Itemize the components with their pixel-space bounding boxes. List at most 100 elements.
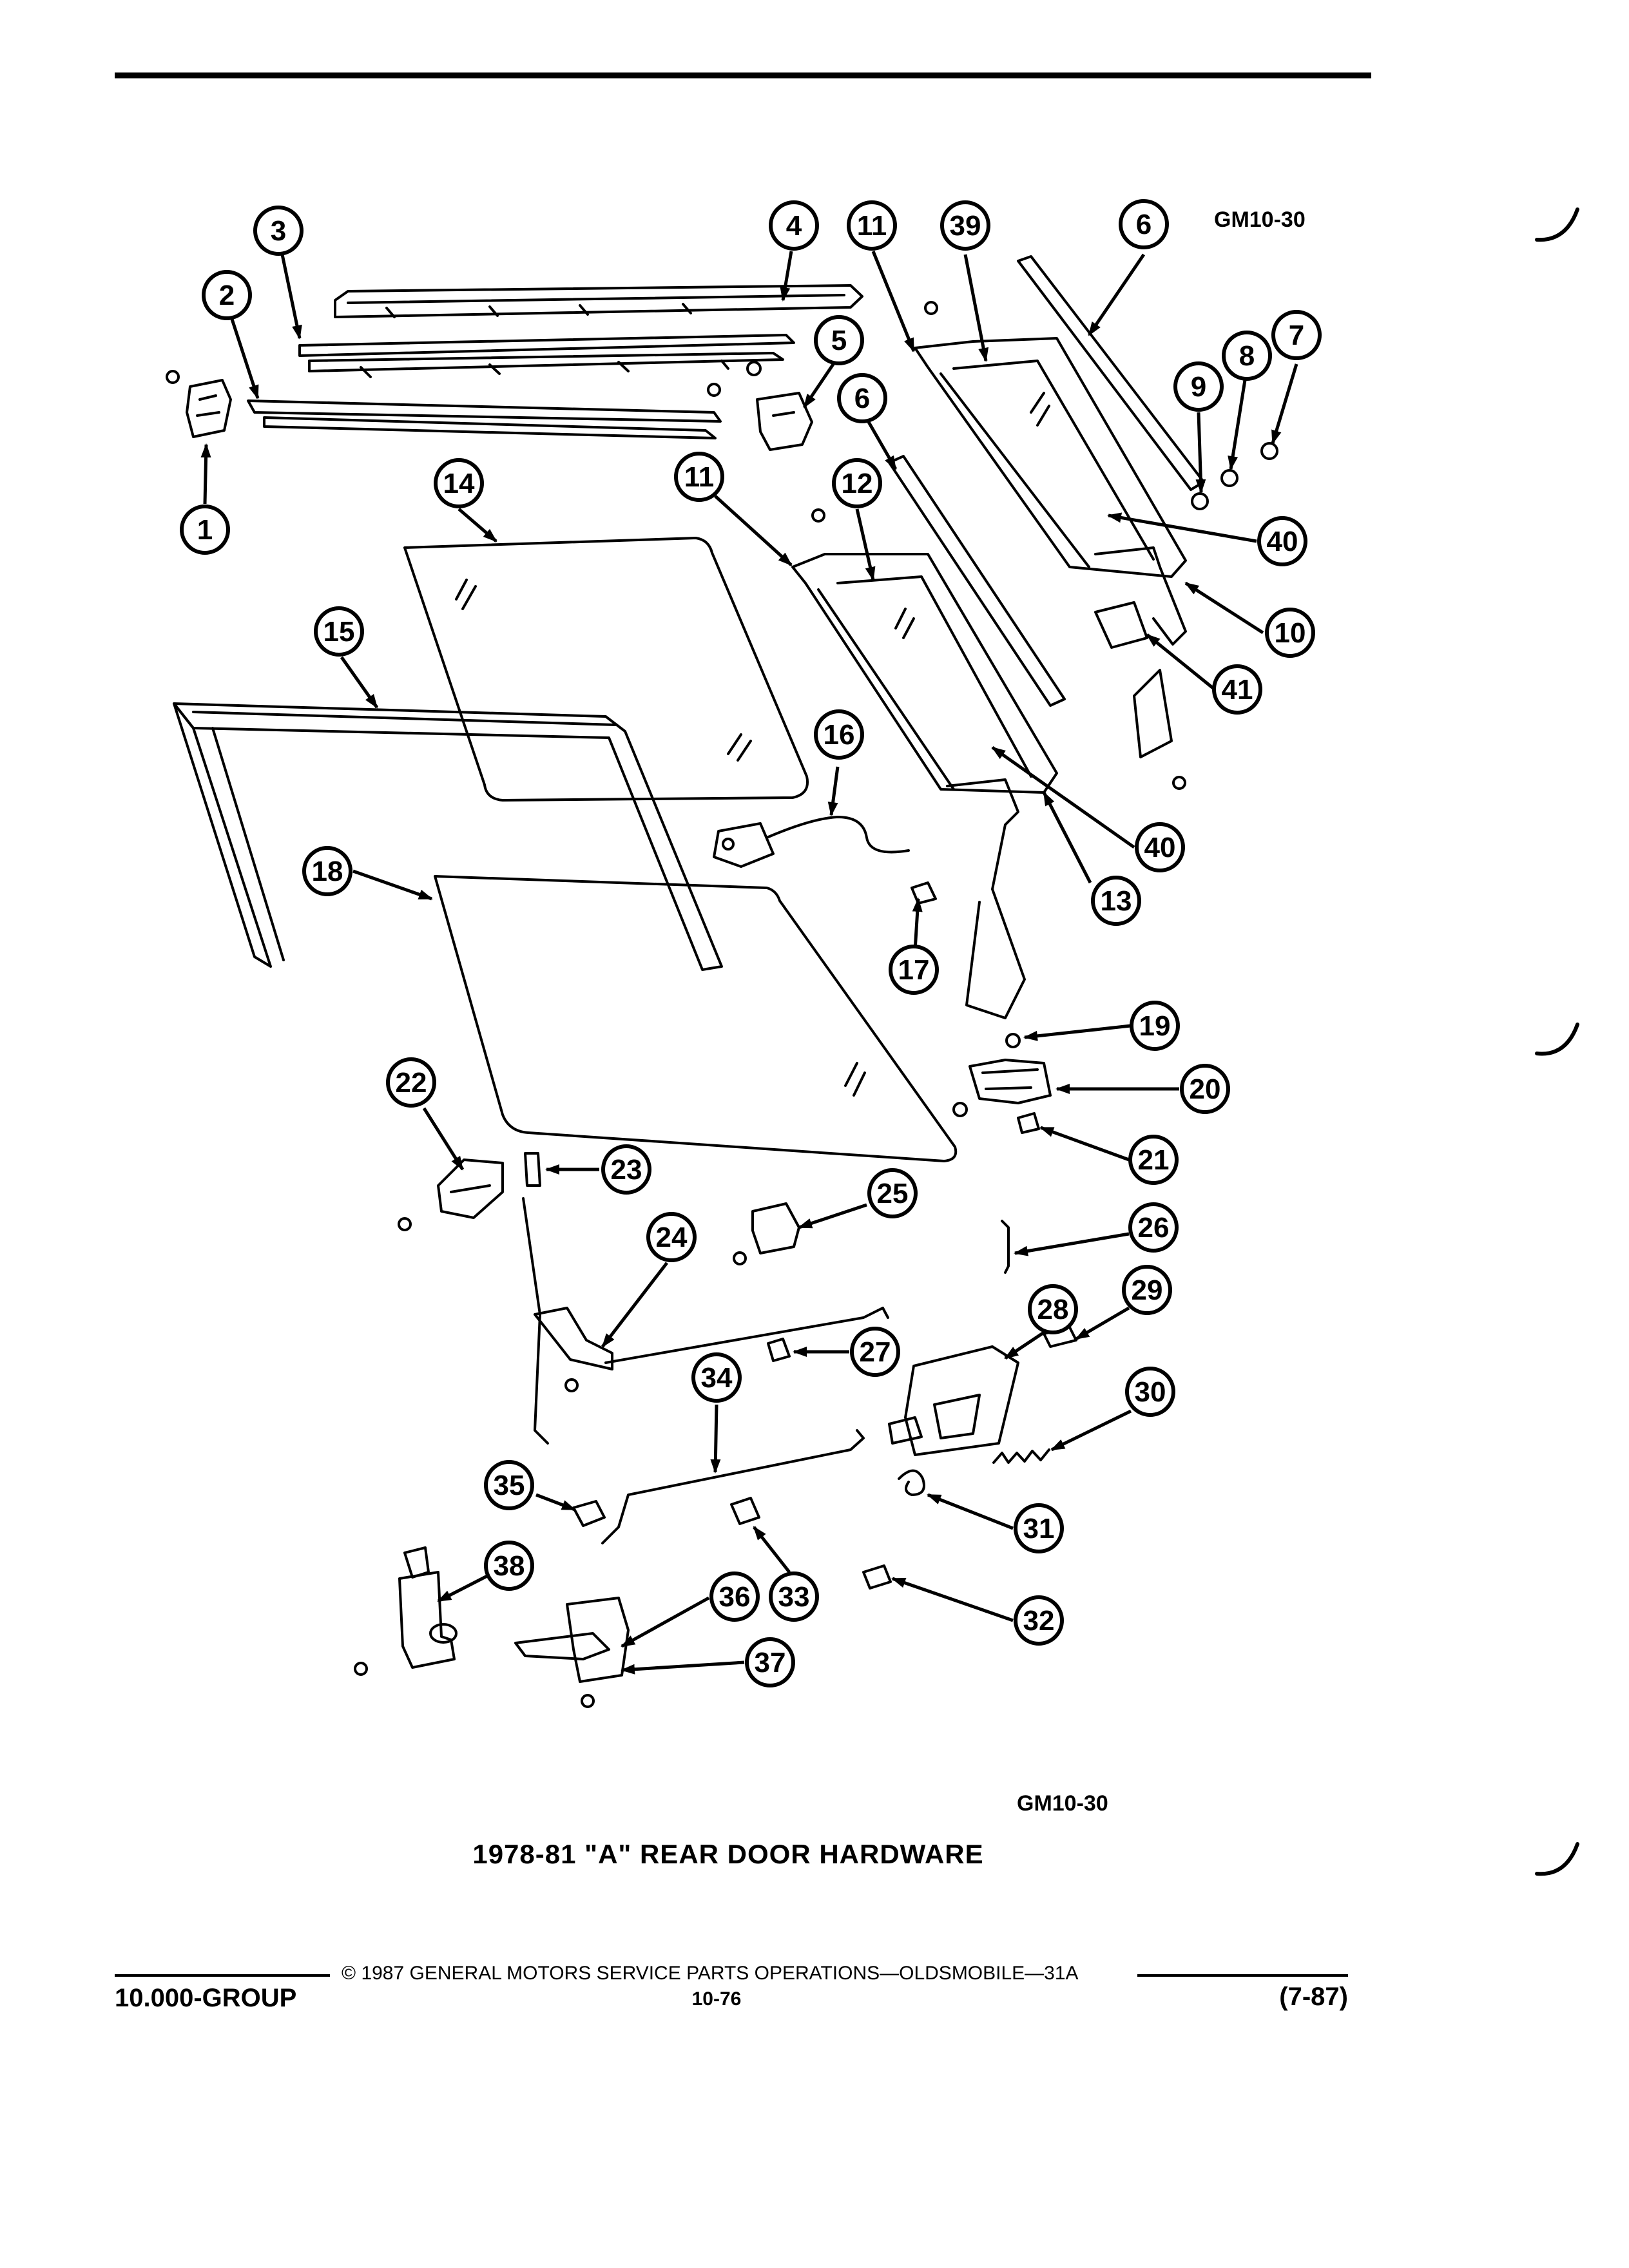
callout-1: 1: [180, 505, 230, 555]
leader-7: [1271, 363, 1298, 445]
callout-label: 5: [831, 325, 847, 356]
callout-label: 4: [786, 210, 802, 242]
callout-label: 1: [197, 514, 213, 546]
bolt-19: [1005, 1033, 1021, 1048]
leader-38: [437, 1573, 490, 1603]
callout-32: 32: [1014, 1595, 1064, 1646]
leader-25: [798, 1203, 867, 1229]
spring-30: [992, 1448, 1050, 1464]
footer-group: 10.000-GROUP: [115, 1984, 296, 2012]
callout-circle: [850, 1327, 900, 1377]
callout-15: 15: [314, 606, 364, 657]
callout-circle: [180, 505, 230, 555]
leader-35: [535, 1493, 576, 1512]
callout-label: 14: [443, 468, 475, 499]
callout-7: 7: [1271, 310, 1322, 360]
actuator-16: [713, 816, 910, 868]
callout-21: 21: [1128, 1135, 1179, 1185]
callout-label: 23: [611, 1154, 642, 1186]
leader-11a: [871, 251, 916, 352]
footer-revision: (7-87): [1279, 1983, 1348, 2011]
callout-label: 9: [1191, 371, 1206, 403]
callout-circle: [1014, 1595, 1064, 1646]
binding-marks: [1535, 207, 1579, 1876]
leader-6a: [1087, 253, 1146, 336]
leader-6b: [867, 421, 898, 470]
callout-circle: [202, 270, 252, 320]
callout-20: 20: [1180, 1064, 1230, 1114]
callout-17: 17: [889, 945, 939, 995]
leader-34: [710, 1404, 721, 1474]
callout-label: 17: [898, 954, 930, 986]
leader-40b: [991, 745, 1135, 849]
callout-36: 36: [709, 1571, 760, 1622]
callout-label: 28: [1037, 1294, 1069, 1325]
leader-24: [601, 1262, 668, 1348]
clip-33: [730, 1497, 760, 1525]
leader-30: [1050, 1409, 1132, 1452]
bracket-22: [398, 1158, 504, 1231]
leader-19: [1023, 1024, 1132, 1041]
leader-14: [458, 508, 497, 543]
fastener-7: [1260, 442, 1278, 460]
clip-27: [767, 1338, 791, 1362]
leader-37: [621, 1660, 745, 1675]
callout-23: 23: [601, 1144, 651, 1195]
callout-40: 40: [1257, 516, 1307, 566]
leader-17: [912, 898, 923, 951]
callout-circle: [889, 945, 939, 995]
callout-29: 29: [1122, 1265, 1172, 1315]
callout-label: 24: [656, 1222, 688, 1253]
leader-31: [927, 1493, 1014, 1530]
binding-mark-1: [1535, 207, 1579, 242]
callout-circle: [1128, 1135, 1179, 1185]
callout-label: 38: [494, 1550, 525, 1582]
callout-label: 11: [857, 210, 887, 242]
callout-label: 31: [1023, 1513, 1055, 1544]
callout-10: 10: [1265, 608, 1315, 658]
callout-circle: [709, 1571, 760, 1622]
callout-circle: [386, 1057, 436, 1108]
rod-24: [522, 1197, 889, 1445]
callout-label: 6: [854, 383, 870, 414]
latch-28: [888, 1345, 1019, 1456]
callout-label: 19: [1139, 1010, 1171, 1042]
callout-6: 6: [837, 373, 887, 423]
callout-label: 7: [1289, 320, 1304, 351]
callout-40: 40: [1135, 822, 1185, 872]
callout-circle: [814, 709, 864, 760]
callout-28: 28: [1028, 1284, 1078, 1334]
callout-38: 38: [484, 1541, 534, 1591]
callout-circle: [1173, 361, 1224, 412]
callout-18: 18: [302, 846, 352, 896]
callout-label: 8: [1239, 340, 1255, 372]
leader-4: [780, 251, 793, 302]
callout-label: 33: [778, 1581, 810, 1613]
callout-circle: [1091, 876, 1141, 926]
callout-label: 6: [1136, 209, 1152, 240]
callout-label: 27: [860, 1336, 891, 1368]
leader-11b: [714, 495, 793, 566]
pin-23: [524, 1152, 541, 1187]
leader-2: [227, 309, 260, 399]
leader-1: [200, 443, 211, 505]
callout-41: 41: [1212, 664, 1262, 715]
callout-circle: [1222, 331, 1272, 381]
clip-1: [166, 370, 232, 438]
callout-label: 20: [1190, 1073, 1221, 1105]
callout-label: 18: [312, 856, 343, 887]
callout-24: 24: [646, 1212, 697, 1262]
fastener-9: [1191, 492, 1209, 510]
callout-circle: [1028, 1284, 1078, 1334]
spring-31: [898, 1469, 925, 1496]
callout-16: 16: [814, 709, 864, 760]
diagram-code-top: GM10-30: [1214, 207, 1306, 232]
fastener-8: [1220, 469, 1239, 487]
callout-label: 35: [494, 1470, 525, 1501]
callout-35: 35: [484, 1460, 534, 1510]
callout-label: 15: [323, 616, 355, 648]
callout-30: 30: [1125, 1367, 1175, 1417]
leader-21: [1039, 1126, 1130, 1162]
callout-circle: [769, 1571, 819, 1622]
